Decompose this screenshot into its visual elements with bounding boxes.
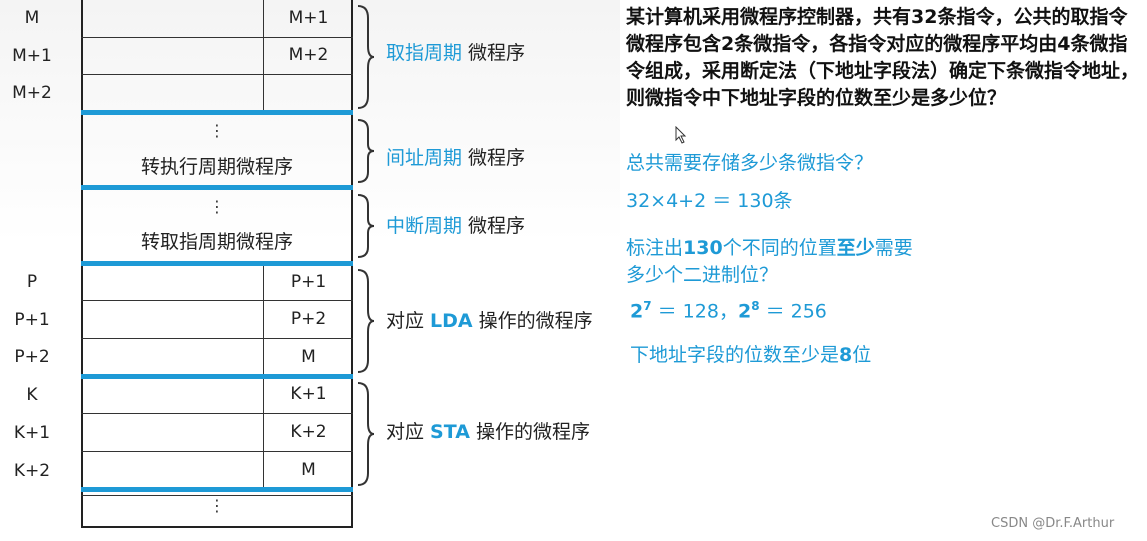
answer-powers: 27 ＝ 128，28 ＝ 256 xyxy=(630,293,827,324)
interrupt-cycle-highlight: 中断周期 xyxy=(386,215,463,237)
q2a-num: 130 xyxy=(683,237,723,259)
curly-brace-icon xyxy=(357,269,375,373)
address-label: M xyxy=(24,8,40,28)
row-divider xyxy=(81,37,353,38)
curly-brace-icon xyxy=(357,382,375,486)
segment-separator xyxy=(81,487,353,492)
address-label: K+2 xyxy=(13,461,51,481)
lda-highlight: LDA xyxy=(430,310,473,332)
background xyxy=(0,0,620,541)
sta-microprogram-label: 对应 STA 操作的微程序 xyxy=(386,420,590,444)
final-pre: 下地址字段的位数至少是 xyxy=(630,344,840,366)
answer-question-1: 总共需要存储多少条微指令？ xyxy=(626,152,874,174)
row-divider xyxy=(81,338,353,339)
final-num: 8 xyxy=(839,344,853,366)
final-post: 位 xyxy=(852,344,872,366)
pow1-base: 2 xyxy=(630,300,644,323)
curly-brace-icon xyxy=(357,5,375,109)
q2a-mid: 个不同的位置 xyxy=(722,237,837,259)
address-label: P+2 xyxy=(14,347,50,367)
next-address: P+2 xyxy=(290,309,327,329)
lda-pre: 对应 xyxy=(386,310,431,332)
row-divider xyxy=(81,413,353,414)
pow1-exp: 7 xyxy=(643,299,652,313)
sta-pre: 对应 xyxy=(386,421,431,443)
sta-post: 操作的微程序 xyxy=(469,421,590,443)
segment-separator xyxy=(81,261,353,266)
next-address: K+2 xyxy=(290,422,327,442)
q2a-bold: 至少 xyxy=(836,237,875,259)
pow2-exp: 8 xyxy=(751,299,760,313)
q2a-pre: 标注出 xyxy=(626,237,684,259)
next-address-column-divider xyxy=(263,379,264,487)
address-label: K xyxy=(26,385,38,405)
answer-calc-1: 32×4+2 ＝ 130条 xyxy=(626,190,793,212)
sta-highlight: STA xyxy=(430,421,470,443)
interrupt-cycle-label: 中断周期 微程序 xyxy=(386,214,525,238)
pow2-val: ＝ 256 xyxy=(759,300,827,323)
row-divider xyxy=(81,74,353,75)
fetch-cycle-label: 取指周期 微程序 xyxy=(386,41,525,65)
pow2-base: 2 xyxy=(737,300,752,323)
segment-separator xyxy=(81,374,353,379)
next-address: M+1 xyxy=(288,8,329,28)
row-divider xyxy=(81,300,353,301)
next-address: M+2 xyxy=(288,45,329,65)
address-label: P+1 xyxy=(14,310,50,330)
ellipsis-dots: ⋮ xyxy=(209,197,225,216)
q2a-post: 需要 xyxy=(874,237,913,259)
exec-cycle-block-label: 转执行周期微程序 xyxy=(140,156,293,178)
question-text: 某计算机采用微程序控制器，共有32条指令，公共的取指令微程序包含2条微指令，各指… xyxy=(626,6,1140,109)
curly-brace-icon xyxy=(357,194,375,258)
address-label: P xyxy=(26,272,38,292)
row-divider xyxy=(81,451,353,452)
answer-question-2a: 标注出130个不同的位置至少需要 xyxy=(626,235,913,261)
fetch-cycle-block-label: 转取指周期微程序 xyxy=(140,231,293,253)
address-label: M+1 xyxy=(12,46,52,66)
address-label: M+2 xyxy=(12,83,52,103)
next-address: K+1 xyxy=(290,384,327,404)
answer-question-2b: 多少个二进制位？ xyxy=(626,264,779,286)
indirect-cycle-rest: 微程序 xyxy=(462,147,526,169)
next-address-column-divider xyxy=(263,266,264,374)
address-label: K+1 xyxy=(13,423,51,443)
interrupt-cycle-rest: 微程序 xyxy=(462,215,526,237)
next-address-column-divider xyxy=(263,0,264,110)
next-address: M xyxy=(301,460,316,480)
fetch-cycle-rest: 微程序 xyxy=(462,42,526,64)
lda-microprogram-label: 对应 LDA 操作的微程序 xyxy=(386,309,593,333)
ellipsis-dots: ⋮ xyxy=(209,496,225,515)
segment-separator xyxy=(81,185,353,190)
curly-brace-icon xyxy=(357,119,375,183)
indirect-cycle-label: 间址周期 微程序 xyxy=(386,146,525,170)
segment-separator xyxy=(81,110,353,115)
ellipsis-dots: ⋮ xyxy=(209,121,225,140)
indirect-cycle-highlight: 间址周期 xyxy=(386,147,463,169)
pow1-val: ＝ 128， xyxy=(651,300,738,323)
lda-post: 操作的微程序 xyxy=(472,310,593,332)
next-address: M xyxy=(301,347,316,367)
fetch-cycle-highlight: 取指周期 xyxy=(386,42,463,64)
answer-final: 下地址字段的位数至少是8位 xyxy=(630,342,871,368)
watermark: CSDN @Dr.F.Arthur xyxy=(991,516,1115,531)
next-address: P+1 xyxy=(290,272,327,292)
row-divider xyxy=(81,495,353,496)
mouse-cursor-icon xyxy=(675,126,687,144)
